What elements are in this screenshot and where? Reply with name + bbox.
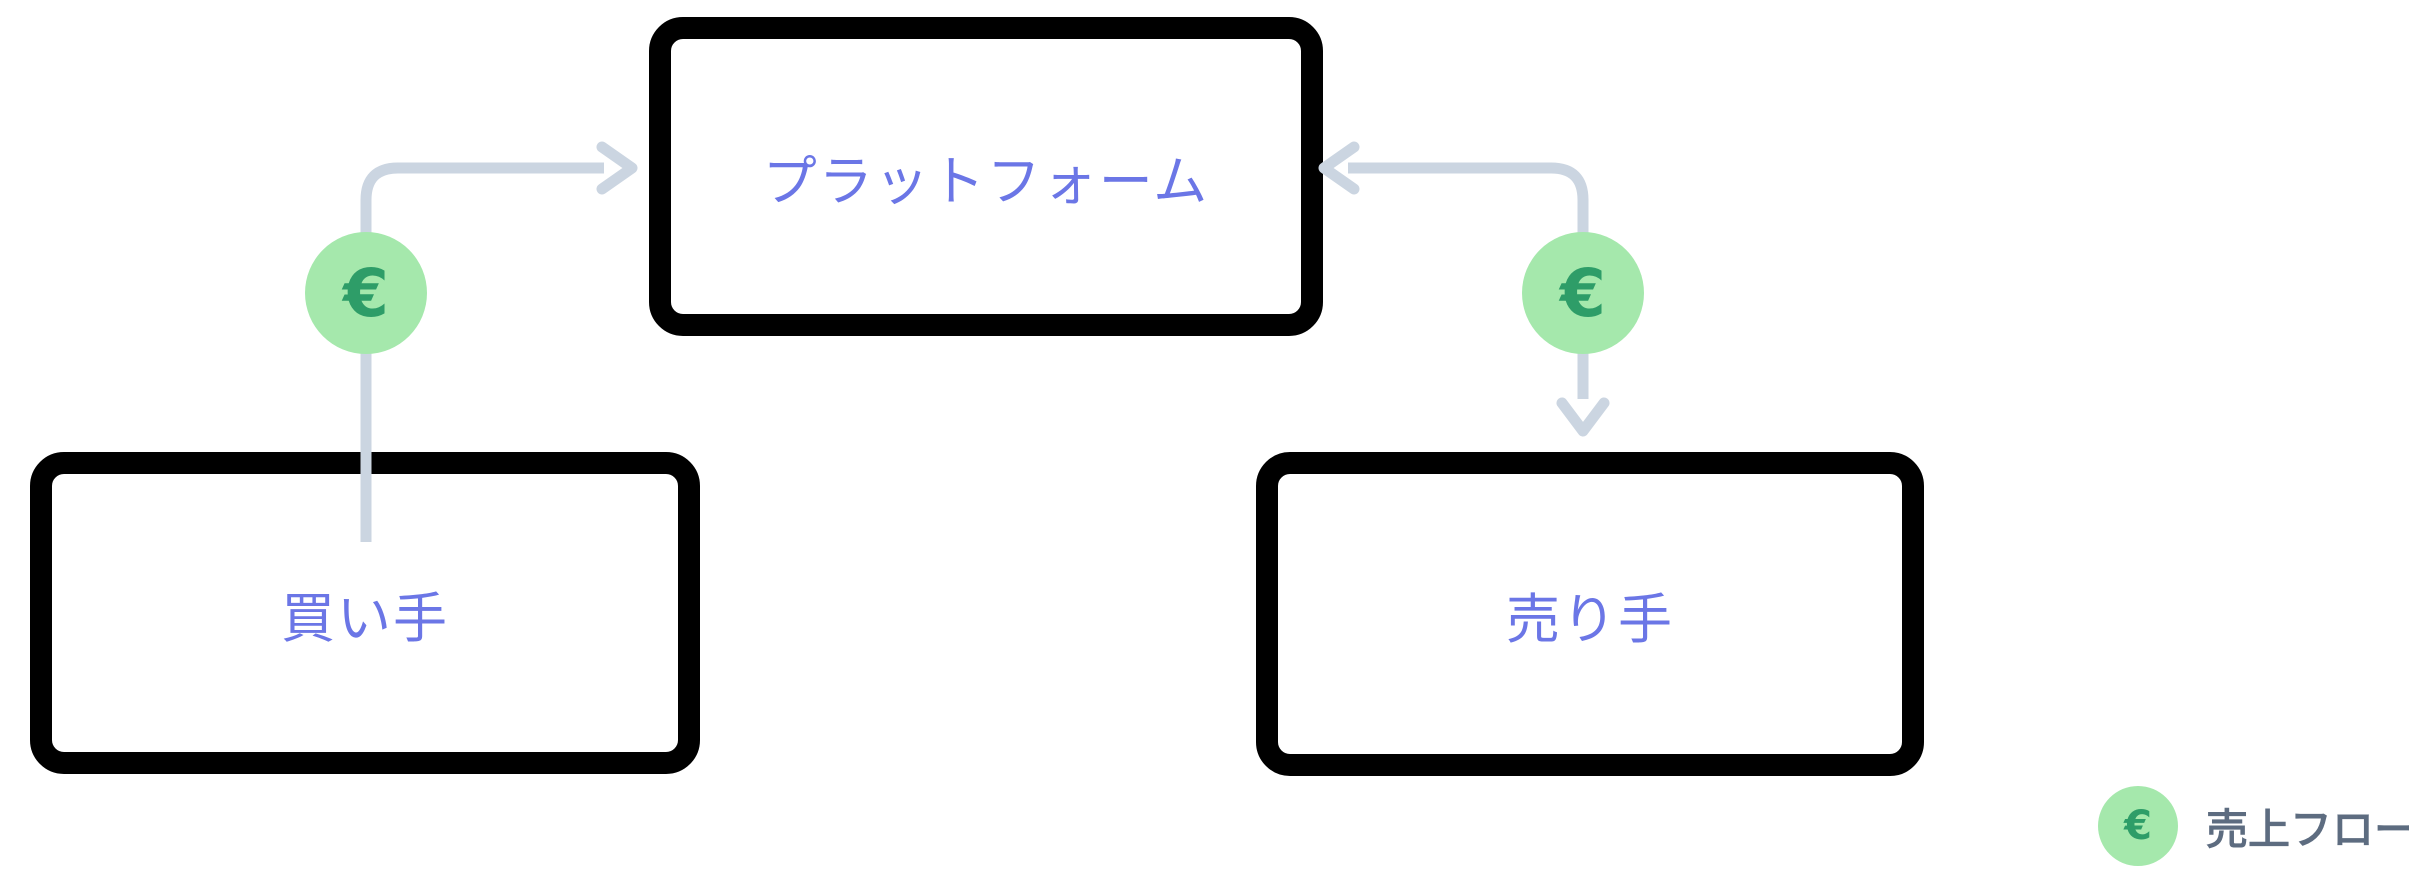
node-buyer: 買い手 xyxy=(30,452,700,774)
legend-euro-symbol: € xyxy=(2124,803,2152,849)
euro-symbol: € xyxy=(343,254,389,332)
arrowhead-right-icon xyxy=(596,141,638,195)
node-seller-label: 売り手 xyxy=(1506,587,1674,651)
legend-label: 売上フロー xyxy=(2206,804,2409,854)
node-seller: 売り手 xyxy=(1256,452,1924,776)
node-buyer-label: 買い手 xyxy=(281,586,449,650)
arrowhead-left-icon xyxy=(1318,141,1360,195)
legend-euro-icon: € xyxy=(2098,786,2178,866)
euro-badge-buyer-edge-icon: € xyxy=(305,232,427,354)
node-platform-label: プラットフォーム xyxy=(762,150,1210,213)
arrowhead-down-icon xyxy=(1556,397,1610,437)
node-platform: プラットフォーム xyxy=(649,17,1323,336)
euro-symbol: € xyxy=(1560,254,1606,332)
legend: € 売上フロー xyxy=(2098,786,2409,866)
euro-badge-seller-edge-icon: € xyxy=(1522,232,1644,354)
